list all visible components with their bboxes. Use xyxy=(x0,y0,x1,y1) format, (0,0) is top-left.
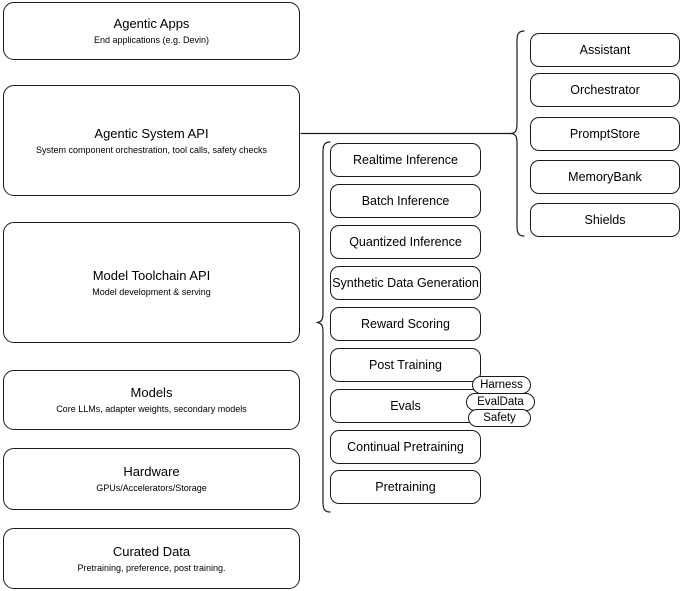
evals-badge-safety[interactable]: Safety xyxy=(468,409,531,427)
toolchain-item-label: Continual Pretraining xyxy=(347,439,464,454)
layer-subtitle: Core LLMs, adapter weights, secondary mo… xyxy=(56,404,247,414)
toolchain-item-synthetic-data-generation[interactable]: Synthetic Data Generation xyxy=(330,266,481,300)
toolchain-item-label: Quantized Inference xyxy=(349,234,462,249)
stack-layer-agentic-system-api[interactable]: Agentic System API System component orch… xyxy=(3,85,300,196)
toolchain-item-post-training[interactable]: Post Training xyxy=(330,348,481,382)
layer-subtitle: Pretraining, preference, post training. xyxy=(77,562,226,573)
toolchain-item-reward-scoring[interactable]: Reward Scoring xyxy=(330,307,481,341)
toolchain-item-label: Post Training xyxy=(369,357,442,372)
toolchain-item-pretraining[interactable]: Pretraining xyxy=(330,470,481,504)
layer-subtitle: GPUs/Accelerators/Storage xyxy=(96,483,207,493)
toolchain-item-continual-pretraining[interactable]: Continual Pretraining xyxy=(330,430,481,464)
right-brace xyxy=(510,30,525,237)
agentic-item-label: Orchestrator xyxy=(570,82,640,97)
left-brace xyxy=(316,141,331,513)
toolchain-item-evals[interactable]: Evals xyxy=(330,389,481,423)
toolchain-item-label: Reward Scoring xyxy=(361,316,450,331)
agentic-item-orchestrator[interactable]: Orchestrator xyxy=(530,73,680,107)
toolchain-item-label: Realtime Inference xyxy=(353,152,458,167)
toolchain-item-quantized-inference[interactable]: Quantized Inference xyxy=(330,225,481,259)
evals-badge-label: Harness xyxy=(480,379,523,391)
stack-layer-models[interactable]: Models Core LLMs, adapter weights, secon… xyxy=(3,370,300,430)
toolchain-item-batch-inference[interactable]: Batch Inference xyxy=(330,184,481,218)
toolchain-item-label: Evals xyxy=(390,398,421,413)
layer-title: Hardware xyxy=(123,464,180,479)
agentic-item-label: PromptStore xyxy=(569,126,641,141)
stack-layer-agentic-apps[interactable]: Agentic Apps End applications (e.g. Devi… xyxy=(3,2,300,60)
agentic-item-assistant[interactable]: Assistant xyxy=(530,33,680,67)
layer-subtitle: Model development & serving xyxy=(92,286,211,297)
agentic-item-label: Shields xyxy=(584,212,626,227)
toolchain-item-realtime-inference[interactable]: Realtime Inference xyxy=(330,143,481,177)
toolchain-item-label: Pretraining xyxy=(375,479,436,494)
evals-badge-harness[interactable]: Harness xyxy=(472,376,531,394)
stack-layer-hardware[interactable]: Hardware GPUs/Accelerators/Storage xyxy=(3,448,300,510)
layer-subtitle: System component orchestration, tool cal… xyxy=(35,144,268,155)
layer-title: Curated Data xyxy=(112,543,191,559)
layer-title: Agentic Apps xyxy=(113,16,190,31)
evals-badge-label: Safety xyxy=(483,412,516,424)
stack-layer-curated-data[interactable]: Curated Data Pretraining, preference, po… xyxy=(3,528,300,589)
agentic-item-label: MemoryBank xyxy=(568,169,642,184)
evals-badge-label: EvalData xyxy=(477,396,524,408)
agentic-item-memorybank[interactable]: MemoryBank xyxy=(530,160,680,194)
layer-subtitle: End applications (e.g. Devin) xyxy=(93,35,210,45)
toolchain-item-label: Synthetic Data Generation xyxy=(332,275,479,290)
agentic-item-label: Assistant xyxy=(579,42,631,57)
layer-title: Agentic System API xyxy=(94,125,209,141)
agentic-item-shields[interactable]: Shields xyxy=(530,203,680,237)
agentic-item-promptstore[interactable]: PromptStore xyxy=(530,117,680,151)
toolchain-item-label: Batch Inference xyxy=(361,193,450,208)
stack-layer-model-toolchain-api[interactable]: Model Toolchain API Model development & … xyxy=(3,222,300,343)
layer-title: Model Toolchain API xyxy=(92,267,211,283)
layer-title: Models xyxy=(130,385,173,400)
